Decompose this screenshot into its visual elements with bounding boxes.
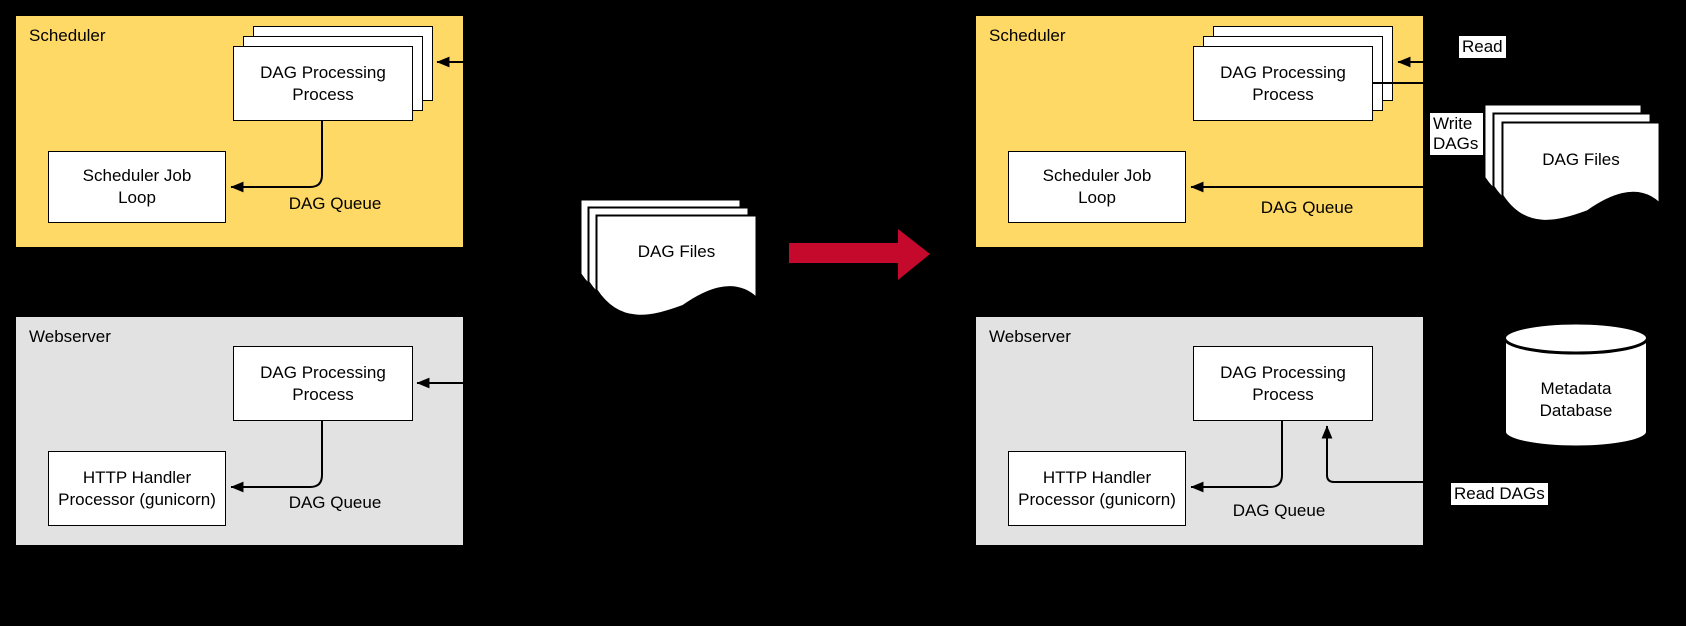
read-label: Read xyxy=(1459,36,1506,58)
read-dags-label: Read DAGs xyxy=(1451,483,1548,505)
box-label: HTTP Handler Processor (gunicorn) xyxy=(58,467,216,509)
before-scheduler-panel: Scheduler DAG Processing Process Schedul… xyxy=(15,15,464,248)
box-label: DAG Processing Process xyxy=(260,362,386,404)
dag-files-label: DAG Files xyxy=(1542,150,1620,169)
before-webserver-dag-processing-box: DAG Processing Process xyxy=(233,346,413,421)
metadata-database-label: Metadata Database xyxy=(1502,378,1650,422)
after-webserver-http-handler-box: HTTP Handler Processor (gunicorn) xyxy=(1008,451,1186,526)
box-label: DAG Processing Process xyxy=(1220,362,1346,404)
before-scheduler-job-loop-box: Scheduler Job Loop xyxy=(48,151,226,223)
metadata-database-label-text: Metadata Database xyxy=(1539,379,1613,420)
box-label: DAG Processing Process xyxy=(260,62,386,104)
metadata-database-cylinder: Metadata Database xyxy=(1502,320,1650,450)
before-after-transition-arrow-icon xyxy=(789,229,930,280)
box-label: HTTP Handler Processor (gunicorn) xyxy=(1018,467,1176,509)
after-scheduler-dag-queue-label: DAG Queue xyxy=(1260,198,1354,217)
box-label: DAG Processing Process xyxy=(1220,62,1346,104)
after-scheduler-panel: Scheduler DAG Processing Process Schedul… xyxy=(975,15,1424,248)
after-scheduler-title: Scheduler xyxy=(989,26,1066,45)
after-webserver-title: Webserver xyxy=(989,327,1071,346)
after-dag-files-document: DAG Files xyxy=(1501,121,1661,229)
after-scheduler-job-loop-box: Scheduler Job Loop xyxy=(1008,151,1186,223)
box-label: Scheduler Job Loop xyxy=(82,166,192,207)
before-webserver-dag-queue-label: DAG Queue xyxy=(288,493,382,512)
before-dag-files-document: DAG Files xyxy=(595,214,758,324)
before-scheduler-dag-processing-box: DAG Processing Process xyxy=(233,46,413,121)
after-webserver-dag-processing-box: DAG Processing Process xyxy=(1193,346,1373,421)
box-label: Scheduler Job Loop xyxy=(1042,166,1152,207)
write-dags-label: Write DAGs xyxy=(1430,113,1483,155)
before-webserver-http-handler-box: HTTP Handler Processor (gunicorn) xyxy=(48,451,226,526)
after-webserver-panel: Webserver DAG Processing Process HTTP Ha… xyxy=(975,316,1424,546)
after-scheduler-dag-processing-box: DAG Processing Process xyxy=(1193,46,1373,121)
before-scheduler-title: Scheduler xyxy=(29,26,106,45)
after-webserver-dag-queue-label: DAG Queue xyxy=(1232,501,1326,520)
before-webserver-panel: Webserver DAG Processing Process HTTP Ha… xyxy=(15,316,464,546)
dag-files-label: DAG Files xyxy=(637,242,716,261)
before-scheduler-dag-queue-label: DAG Queue xyxy=(288,194,382,213)
before-webserver-title: Webserver xyxy=(29,327,111,346)
